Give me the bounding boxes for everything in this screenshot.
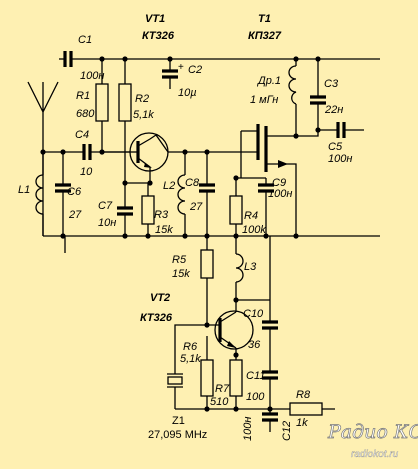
r7-symbol	[229, 359, 243, 397]
c6-ref: C6	[67, 186, 82, 198]
r2-ref: R2	[135, 93, 149, 105]
labels: C1 100н VT1 КТ326 T1 КП327 C2 10µ R1 680…	[18, 13, 352, 441]
dr1-value: 1 мГн	[250, 94, 278, 106]
r3-symbol	[141, 195, 155, 225]
c3-symbol	[310, 95, 326, 105]
r3-value: 15k	[155, 224, 173, 236]
l2-coil	[177, 174, 186, 215]
l2-ref: L2	[163, 180, 175, 192]
vt2-transistor	[214, 310, 254, 350]
c8-value: 27	[189, 201, 203, 213]
c3-ref: C3	[324, 78, 339, 90]
t1-value: КП327	[248, 30, 282, 42]
r2-symbol	[118, 83, 132, 122]
r2-value: 5,1k	[133, 109, 154, 121]
c10-symbol	[262, 320, 278, 330]
c2-symbol: +	[162, 62, 184, 79]
vt1-ref: VT1	[145, 13, 165, 25]
c12-value: 100н	[242, 417, 254, 441]
c9-value: 100н	[268, 188, 292, 200]
dr1-ref: Др.1	[256, 75, 281, 87]
c4-value: 10	[80, 166, 93, 178]
vt1-value: КТ326	[142, 30, 175, 42]
c4-ref: C4	[75, 129, 89, 141]
r5-symbol	[200, 249, 214, 279]
vt1-transistor	[129, 132, 169, 172]
c10-ref: C10	[243, 308, 264, 320]
c12-symbol	[262, 412, 278, 422]
r6-ref: R6	[183, 341, 198, 353]
r4-value: 100k	[242, 224, 266, 236]
r5-value: 15k	[172, 268, 190, 280]
watermark-url: radiokot.ru	[351, 449, 399, 460]
r1-symbol	[95, 83, 109, 122]
c9-symbol	[258, 183, 274, 193]
r8-ref: R8	[296, 389, 311, 401]
c5-symbol	[336, 122, 346, 138]
c9-ref: C9	[272, 177, 286, 189]
c6-value: 27	[68, 209, 82, 221]
c10-value: 36	[248, 339, 261, 351]
r8-symbol	[289, 402, 323, 416]
l1-coil	[35, 174, 44, 215]
c7-value: 10н	[98, 217, 116, 229]
c2-value: 10µ	[178, 87, 197, 99]
r6-value: 5,1k	[180, 353, 201, 365]
vt2-value: КТ326	[140, 312, 173, 324]
l3-ref: L3	[244, 261, 257, 273]
z1-ref: Z1	[172, 415, 185, 427]
c1-value: 100н	[80, 70, 104, 82]
c11-value: 100	[246, 391, 265, 403]
c4-symbol	[82, 144, 92, 160]
r3-ref: R3	[154, 209, 169, 221]
r1-ref: R1	[76, 90, 90, 102]
t1-ref: T1	[258, 13, 271, 25]
z1-value: 27,095 MHz	[148, 429, 207, 441]
junction-dots	[40, 56, 321, 412]
r7-ref: R7	[215, 383, 230, 395]
r4-symbol	[229, 195, 243, 225]
antenna-symbol	[27, 81, 59, 113]
watermark: Радио КОТ radiokot.ru	[327, 421, 418, 461]
c11-symbol	[262, 370, 278, 380]
l1-ref: L1	[18, 184, 30, 196]
c1-ref: C1	[78, 34, 92, 46]
dr1-coil	[288, 65, 297, 105]
c5-value: 100н	[328, 153, 352, 165]
c12-ref: C12	[281, 421, 293, 441]
c7-symbol	[117, 206, 133, 216]
c8-ref: C8	[185, 177, 200, 189]
svg-text:+: +	[178, 62, 184, 73]
watermark-logo: Радио КОТ	[327, 421, 418, 443]
r8-value: 1k	[296, 417, 308, 429]
c1-symbol	[63, 51, 73, 67]
c6-symbol	[55, 183, 71, 193]
wires	[42, 58, 380, 432]
c7-ref: C7	[98, 200, 113, 212]
l3-coil	[235, 253, 244, 283]
r6-symbol	[200, 359, 214, 397]
vt2-ref: VT2	[150, 292, 170, 304]
c5-ref: C5	[328, 141, 343, 153]
r4-ref: R4	[244, 210, 258, 222]
r1-value: 680	[76, 108, 95, 120]
c2-ref: C2	[188, 64, 202, 76]
r5-ref: R5	[172, 254, 187, 266]
r7-value: 510	[210, 396, 229, 408]
c11-ref: C11	[246, 370, 265, 382]
z1-crystal	[167, 373, 183, 388]
t1-fet	[256, 124, 288, 172]
c8-symbol	[199, 183, 215, 193]
c3-value: 22н	[324, 104, 343, 116]
